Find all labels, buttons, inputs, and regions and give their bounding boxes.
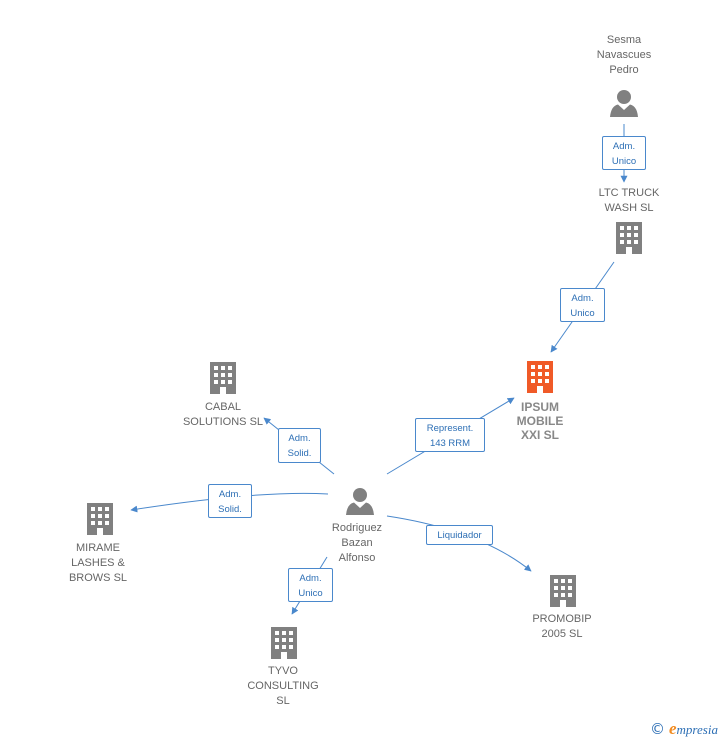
- person-icon[interactable]: [610, 90, 638, 117]
- node-label-mirame[interactable]: MIRAME LASHES & BROWS SL: [68, 542, 128, 584]
- building-icon[interactable]: [87, 503, 113, 535]
- node-label-ipsum[interactable]: IPSUM MOBILE XXI SL: [516, 400, 564, 442]
- edge-label-rod-cabal[interactable]: Adm. Solid.: [278, 428, 321, 463]
- node-label-ltc[interactable]: LTC TRUCK WASH SL: [598, 187, 660, 214]
- building-icon[interactable]: [210, 362, 236, 394]
- node-label-cabal[interactable]: CABAL SOLUTIONS SL: [182, 401, 264, 428]
- footer-brand: © empresia: [650, 719, 718, 739]
- edge-label-rod-tyvo[interactable]: Adm. Unico: [288, 568, 333, 602]
- node-label-rodriguez[interactable]: Rodriguez Bazan Alfonso: [331, 522, 383, 564]
- copyright-icon: ©: [650, 720, 665, 738]
- edge-label-rod-mirame[interactable]: Adm. Solid.: [208, 484, 252, 518]
- node-label-tyvo[interactable]: TYVO CONSULTING SL: [247, 665, 319, 707]
- building-icon[interactable]: [550, 575, 576, 607]
- edge-label-ltc-ipsum[interactable]: Adm. Unico: [560, 288, 605, 322]
- edge-label-rod-promobip[interactable]: Liquidador: [426, 525, 493, 545]
- edge-label-rod-ipsum[interactable]: Represent. 143 RRM: [415, 418, 485, 452]
- node-label-sesma[interactable]: Sesma Navascues Pedro: [596, 34, 652, 76]
- edge-label-sesma-ltc[interactable]: Adm. Unico: [602, 136, 646, 170]
- person-icon[interactable]: [346, 488, 374, 515]
- building-icon[interactable]: [616, 222, 642, 254]
- node-label-promobip[interactable]: PROMOBIP 2005 SL: [532, 613, 592, 640]
- brand-logo: empresia: [669, 719, 718, 738]
- building-icon[interactable]: [271, 627, 297, 659]
- building-icon-focus[interactable]: [527, 361, 553, 393]
